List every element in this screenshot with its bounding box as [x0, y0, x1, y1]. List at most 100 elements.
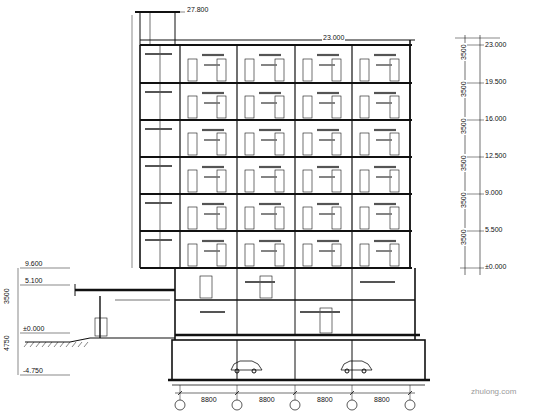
drawing-rect — [332, 96, 341, 118]
drawing-line — [409, 40, 411, 268]
drawing-line — [236, 231, 237, 268]
drawing-line — [259, 54, 281, 56]
drawing-rect — [275, 244, 284, 266]
drawing-line — [374, 166, 396, 168]
drawing-line — [294, 157, 295, 194]
drawing-line — [140, 156, 412, 158]
drawing-line — [160, 231, 161, 268]
drawing-line — [115, 300, 170, 301]
drawing-rect — [188, 170, 197, 192]
dimension-label: 9.000 — [484, 189, 504, 196]
drawing-line — [317, 92, 339, 94]
drawing-rect — [360, 244, 369, 266]
drawing-line — [202, 54, 224, 56]
drawing-rect — [332, 133, 341, 155]
drawing-rect — [275, 207, 284, 229]
drawing-line — [179, 83, 180, 120]
drawing-line — [376, 250, 392, 252]
drawing-rect — [360, 133, 369, 155]
drawing-line — [294, 194, 295, 231]
drawing-line — [319, 64, 335, 66]
drawing-line — [75, 289, 175, 291]
drawing-line — [259, 92, 281, 94]
drawing-line — [317, 203, 339, 205]
drawing-line — [237, 340, 238, 380]
drawing-rect — [390, 244, 399, 266]
drawing-line — [160, 83, 161, 120]
drawing-line — [202, 166, 224, 168]
axis-bubble — [347, 400, 357, 410]
drawing-line — [293, 391, 297, 395]
drawing-line — [200, 311, 225, 313]
drawing-line — [351, 45, 352, 83]
dimension-label: 3500 — [460, 80, 467, 98]
drawing-line — [20, 375, 70, 376]
drawing-line — [259, 166, 281, 168]
drawing-rect — [332, 244, 341, 266]
drawing-rect — [332, 170, 341, 192]
drawing-rect — [303, 170, 312, 192]
dimension-label: 23.000 — [322, 34, 345, 41]
dimension-label: 8800 — [200, 396, 218, 403]
ground-line — [25, 338, 175, 342]
drawing-line — [168, 379, 430, 381]
drawing-line — [204, 250, 220, 252]
drawing-line — [178, 391, 182, 395]
drawing-line — [376, 176, 392, 178]
drawing-line — [414, 268, 416, 340]
drawing-rect — [217, 207, 226, 229]
drawing-line — [179, 120, 180, 157]
dimension-label: 8800 — [316, 396, 334, 403]
car-symbol — [341, 361, 372, 370]
drawing-line — [376, 213, 392, 215]
drawing-line — [202, 92, 224, 94]
drawing-line — [261, 250, 277, 252]
drawing-line — [236, 120, 237, 157]
dimension-label: ±0.000 — [484, 263, 507, 270]
dimension-label: 8800 — [258, 396, 276, 403]
drawing-rect — [303, 133, 312, 155]
drawing-rect — [360, 96, 369, 118]
drawing-line — [72, 342, 76, 347]
drawing-rect — [275, 133, 284, 155]
axis-bubble — [405, 400, 415, 410]
drawing-rect — [188, 244, 197, 266]
dimension-label: 9.600 — [24, 260, 44, 267]
drawing-rect — [188, 59, 197, 81]
dimension-label: ±0.000 — [22, 325, 45, 332]
drawing-line — [60, 342, 64, 347]
drawing-rect — [245, 170, 254, 192]
drawing-line — [179, 45, 180, 83]
car-wheel — [362, 369, 366, 373]
drawing-line — [350, 391, 354, 395]
drawing-line — [374, 203, 396, 205]
drawing-rect — [188, 96, 197, 118]
drawing-rect — [390, 96, 399, 118]
drawing-line — [42, 342, 46, 347]
drawing-line — [294, 83, 295, 120]
drawing-line — [351, 194, 352, 231]
drawing-line — [202, 203, 224, 205]
dimension-label: 5.100 — [24, 277, 44, 284]
drawing-rect — [275, 170, 284, 192]
drawing-line — [179, 157, 180, 194]
drawing-line — [20, 285, 70, 286]
axis-bubble — [175, 400, 185, 410]
drawing-line — [319, 213, 335, 215]
drawing-line — [175, 12, 185, 13]
drawing-line — [409, 120, 410, 157]
drawing-line — [236, 45, 237, 83]
drawing-line — [204, 64, 220, 66]
drawing-rect — [303, 59, 312, 81]
drawing-rect — [217, 133, 226, 155]
drawing-rect — [260, 276, 272, 298]
drawing-line — [202, 129, 224, 131]
drawing-line — [259, 240, 281, 242]
axis-bubble — [232, 400, 242, 410]
drawing-rect — [360, 170, 369, 192]
drawing-line — [409, 45, 410, 83]
dimension-label: -4.750 — [22, 367, 44, 374]
drawing-rect — [217, 96, 226, 118]
dimension-label: 3500 — [460, 154, 467, 172]
